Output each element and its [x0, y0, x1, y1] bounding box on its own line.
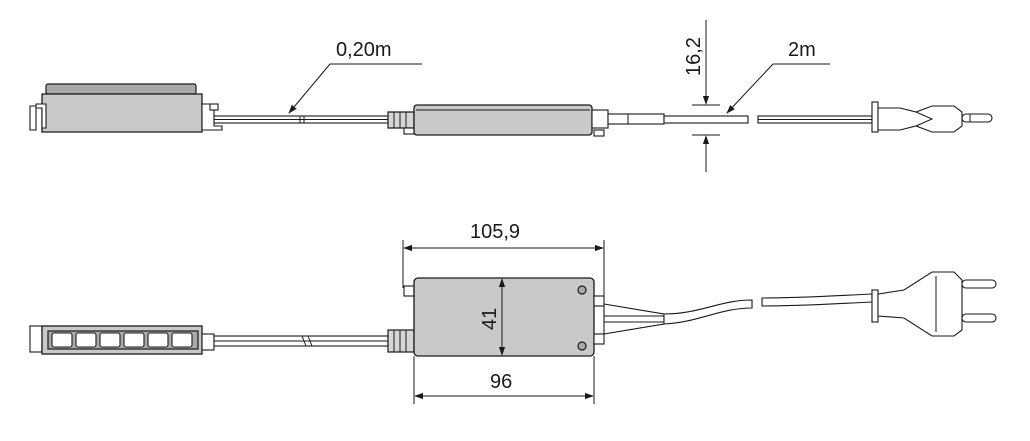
- top-led-bar: [29, 325, 215, 355]
- dim-height-side: 16,2: [683, 20, 720, 172]
- led-chips: [51, 332, 193, 348]
- top-view: 105,9 41 96: [29, 221, 997, 404]
- top-strain-relief: [387, 329, 415, 353]
- top-plug: [871, 271, 997, 337]
- top-short-cable: [213, 335, 389, 347]
- side-view: 0,20m 2m 16,2: [29, 20, 993, 172]
- top-long-cable: [603, 293, 873, 335]
- side-plug: [871, 101, 993, 133]
- dim-label-height-side: 16,2: [683, 37, 705, 76]
- dim-height-top: 41: [479, 278, 506, 356]
- top-driver-box: [403, 277, 605, 357]
- dim-width-body: 96: [413, 356, 595, 404]
- dim-cable-short: 0,20m: [288, 39, 422, 114]
- dim-label-width-overall: 105,9: [470, 221, 520, 243]
- dim-label-height-top: 41: [479, 308, 501, 330]
- dim-label-cable-long: 2m: [788, 39, 816, 61]
- dim-label-width-body: 96: [490, 371, 512, 393]
- dim-width-overall: 105,9: [402, 221, 605, 296]
- side-led-housing: [29, 83, 223, 133]
- side-short-cable: [213, 115, 389, 124]
- dim-cable-long: 2m: [726, 39, 830, 114]
- dim-label-cable-short: 0,20m: [336, 39, 392, 61]
- side-long-cable: [663, 115, 873, 124]
- side-driver: [387, 104, 665, 137]
